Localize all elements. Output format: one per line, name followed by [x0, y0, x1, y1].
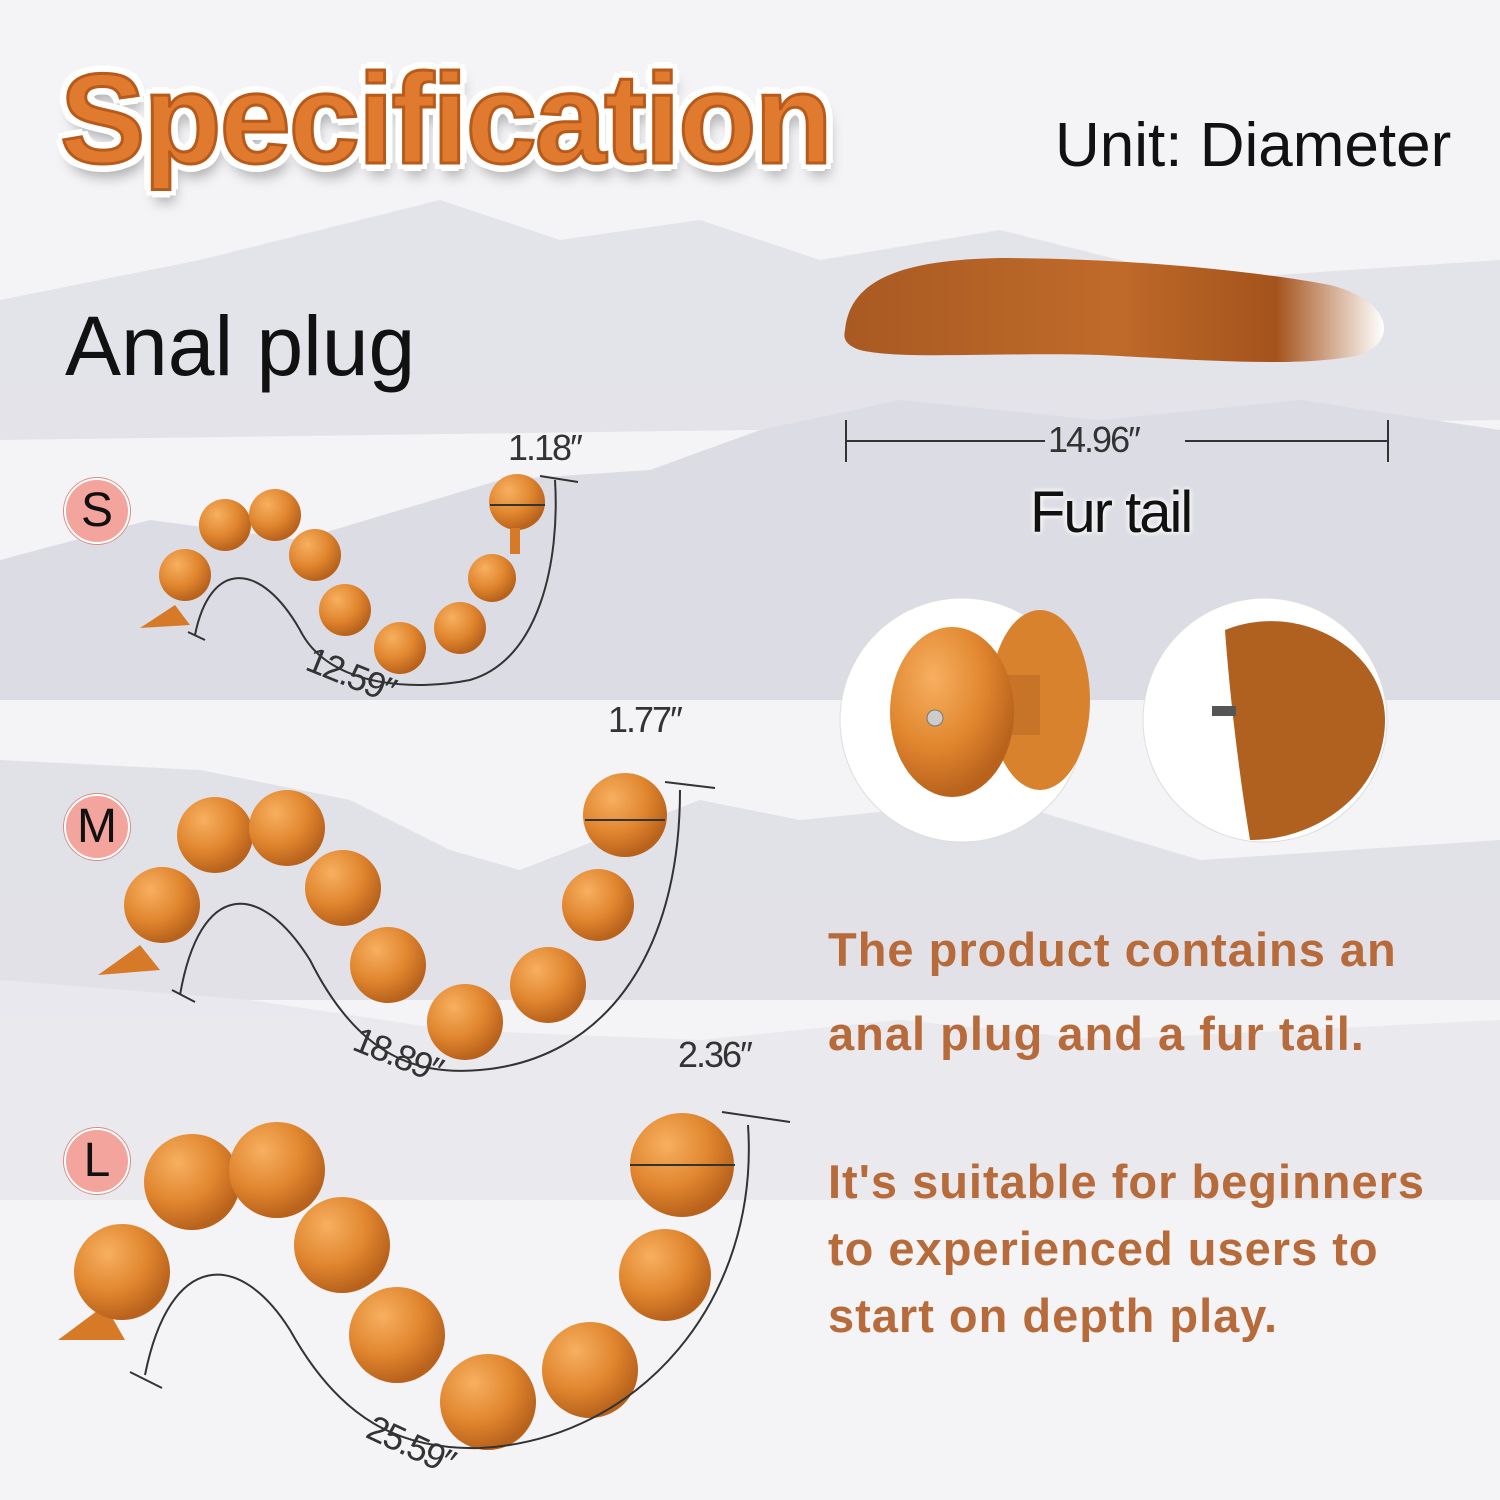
tail-length-label: 14.96″	[1048, 419, 1141, 460]
plug-medium-dimensions	[171, 781, 716, 1072]
plug-small-image	[140, 474, 545, 674]
plug-heading: Anal plug	[65, 299, 416, 393]
mountains	[0, 200, 1500, 1200]
tail-dimension-line	[845, 420, 1389, 462]
fur-tail-image	[844, 258, 1384, 363]
plug-base-detail-image	[839, 597, 1090, 843]
large-diameter-label: 2.36″	[678, 1034, 753, 1075]
plug-medium-image	[98, 773, 667, 1060]
plug-small-dimensions	[187, 475, 579, 686]
size-badge-m: M	[64, 794, 130, 860]
unit-label: Unit: Diameter	[1055, 111, 1452, 180]
medium-diameter-label: 1.77″	[608, 699, 683, 740]
small-diameter-label: 1.18″	[508, 427, 583, 468]
description-line-4: to experienced users to	[828, 1222, 1379, 1275]
description-line-2: anal plug and a fur tail.	[828, 1007, 1365, 1060]
tail-base-detail-image	[1142, 597, 1388, 843]
size-badge-s: S	[64, 478, 130, 544]
tail-label: Fur tail	[1030, 480, 1193, 545]
plug-large-dimensions	[129, 1111, 791, 1450]
description-line-5: start on depth play.	[828, 1289, 1278, 1342]
description-line-1: The product contains an	[828, 923, 1397, 976]
size-badge-l: L	[64, 1128, 130, 1194]
page-title: Specification	[59, 47, 835, 193]
description-line-3: It's suitable for beginners	[828, 1155, 1426, 1208]
